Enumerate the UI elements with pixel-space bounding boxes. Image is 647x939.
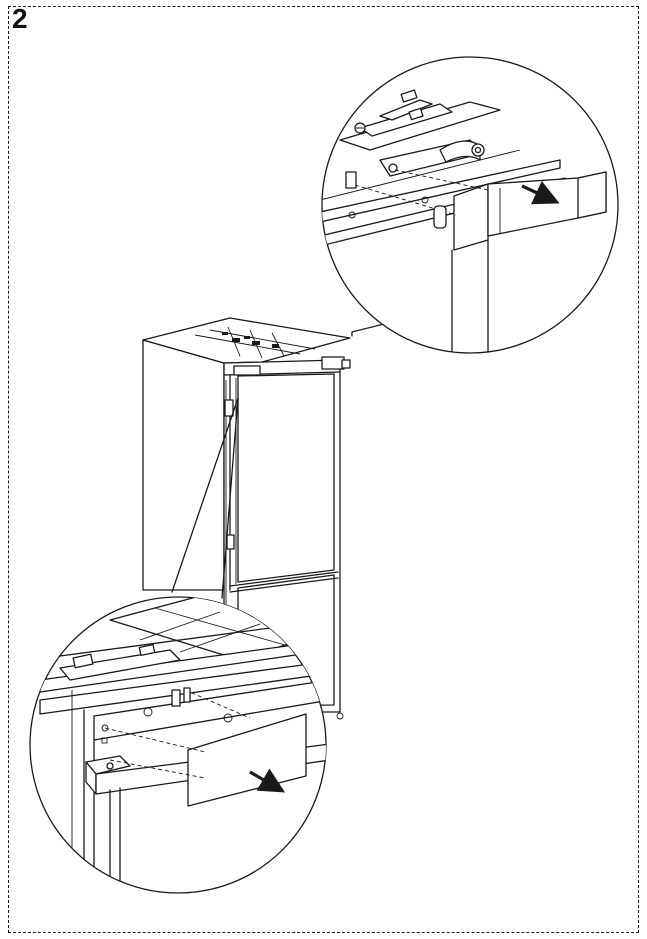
top-hinge-detail bbox=[321, 56, 619, 354]
top-callout-pointer bbox=[351, 321, 393, 337]
step-number: 2 bbox=[12, 3, 28, 34]
pull-arrow-icon bbox=[249, 768, 286, 793]
pull-arrow-icon bbox=[521, 181, 560, 205]
dashed-frame bbox=[8, 6, 639, 933]
bottom-detail bbox=[29, 596, 327, 894]
bottom-callout-pointer bbox=[171, 397, 239, 599]
